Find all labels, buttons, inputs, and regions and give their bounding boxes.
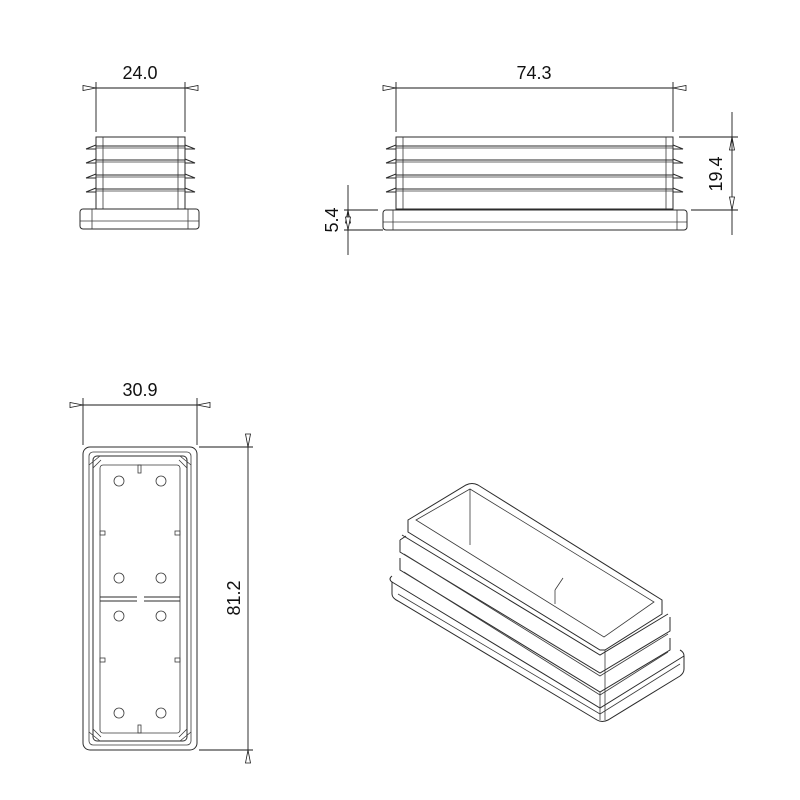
side-view: 74.3 19.4 5.4 (322, 63, 738, 255)
bottom-view-width-label: 30.9 (122, 380, 157, 400)
side-view-flange-height-label: 5.4 (322, 207, 342, 232)
side-view-height-label: 19.4 (706, 156, 726, 191)
bottom-view: 30.9 81.2 (83, 380, 253, 750)
holes (113, 475, 167, 719)
isometric-view (389, 483, 685, 722)
side-view-length-label: 74.3 (516, 63, 551, 83)
end-view-width-label: 24.0 (122, 63, 157, 83)
bottom-view-length-label: 81.2 (224, 580, 244, 615)
end-view: 24.0 (79, 63, 200, 230)
ribs (385, 144, 684, 193)
ribs (85, 144, 196, 193)
